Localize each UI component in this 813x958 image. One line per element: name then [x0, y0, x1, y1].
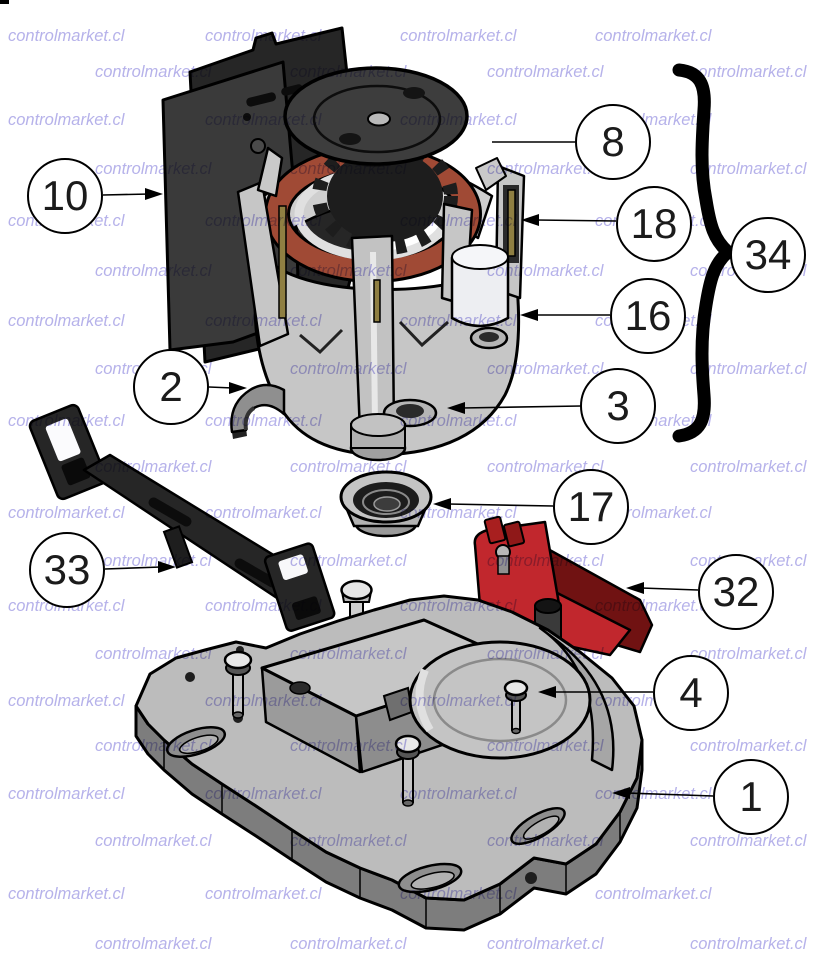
callout-18-label: 18	[630, 200, 678, 247]
callout-32: 32	[698, 554, 774, 630]
leader-line-18	[535, 219, 617, 222]
callout-8-label: 8	[601, 118, 625, 165]
arrowhead-16	[520, 309, 538, 321]
base-boss	[408, 640, 592, 760]
callout-1-label: 1	[739, 773, 763, 820]
brush-pin-left	[278, 205, 287, 319]
part-3-motor-foot	[349, 326, 509, 462]
brace-34	[672, 63, 738, 443]
part-17-grommet	[339, 470, 433, 538]
brush-pin-center	[373, 279, 381, 323]
part-4-screws	[223, 650, 529, 807]
arrowhead-10	[145, 188, 163, 200]
arrowheads	[145, 188, 644, 799]
corner-artifact	[0, 0, 9, 4]
base-slot-bottom	[397, 862, 463, 894]
callout-3: 3	[580, 368, 656, 444]
callout-4: 4	[653, 655, 729, 731]
part-8-pulley-disc	[283, 66, 469, 167]
part-2-clip	[230, 383, 286, 439]
callout-3-label: 3	[606, 382, 630, 429]
callout-32-label: 32	[712, 568, 760, 615]
leader-lines	[102, 141, 714, 797]
callout-33-label: 33	[43, 546, 91, 593]
arrowhead-1	[612, 787, 630, 799]
callout-2: 2	[133, 349, 209, 425]
callout-16: 16	[610, 278, 686, 354]
callout-34: 34	[730, 217, 806, 293]
callout-18: 18	[616, 186, 692, 262]
part-16-capacitor	[450, 244, 510, 328]
leader-line-3	[461, 405, 582, 409]
base-slot-right	[510, 806, 566, 846]
callout-2-label: 2	[159, 363, 183, 410]
callout-1: 1	[713, 759, 789, 835]
part-33-bracket	[28, 403, 336, 632]
callout-17-label: 17	[567, 483, 615, 530]
callout-10: 10	[27, 158, 103, 234]
part-1-base-casting	[134, 594, 644, 932]
callout-10-label: 10	[41, 172, 89, 219]
callout-4-label: 4	[679, 669, 703, 716]
leader-line-17	[447, 503, 554, 507]
arrowhead-33	[158, 561, 176, 573]
part-motor-assembly	[236, 66, 526, 462]
leader-line-32	[640, 587, 699, 591]
arrowhead-3	[447, 402, 465, 414]
base-slot-left	[165, 726, 227, 758]
leader-line-33	[104, 566, 162, 570]
callout-8: 8	[575, 104, 651, 180]
callout-16-label: 16	[624, 292, 672, 339]
fan	[327, 150, 443, 242]
arrowhead-4	[538, 686, 556, 698]
callout-34-label: 34	[744, 231, 792, 278]
arrowhead-18	[521, 214, 539, 226]
arrowhead-2	[229, 382, 247, 394]
callout-17: 17	[553, 469, 629, 545]
leader-line-10	[102, 193, 151, 196]
callout-33: 33	[29, 532, 105, 608]
leader-line-1	[626, 792, 714, 797]
arrowhead-32	[626, 582, 644, 594]
arrowhead-17	[433, 498, 451, 510]
part-18-brush-pin	[507, 189, 516, 257]
